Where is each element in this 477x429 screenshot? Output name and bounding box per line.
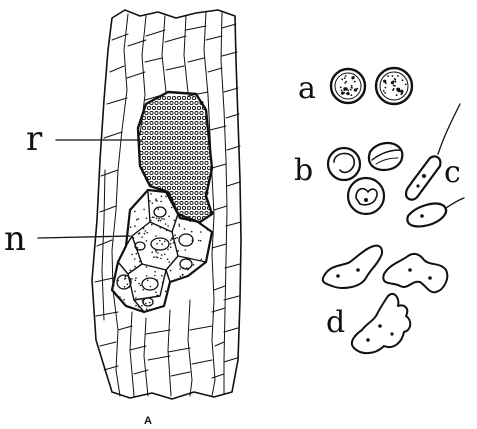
- label-b: b: [294, 153, 313, 188]
- granules: [140, 96, 213, 219]
- label-c: c: [444, 155, 461, 190]
- label-n: n: [4, 219, 26, 259]
- tissue-section: [38, 10, 241, 399]
- spores-a: [331, 68, 412, 104]
- spore-contents: [340, 75, 407, 96]
- figure-caption: A: [144, 415, 152, 427]
- label-d: d: [326, 305, 345, 340]
- leader-line-n: [38, 236, 130, 238]
- label-a: a: [298, 71, 316, 106]
- label-r: r: [26, 119, 43, 159]
- cysts-b: [328, 143, 402, 214]
